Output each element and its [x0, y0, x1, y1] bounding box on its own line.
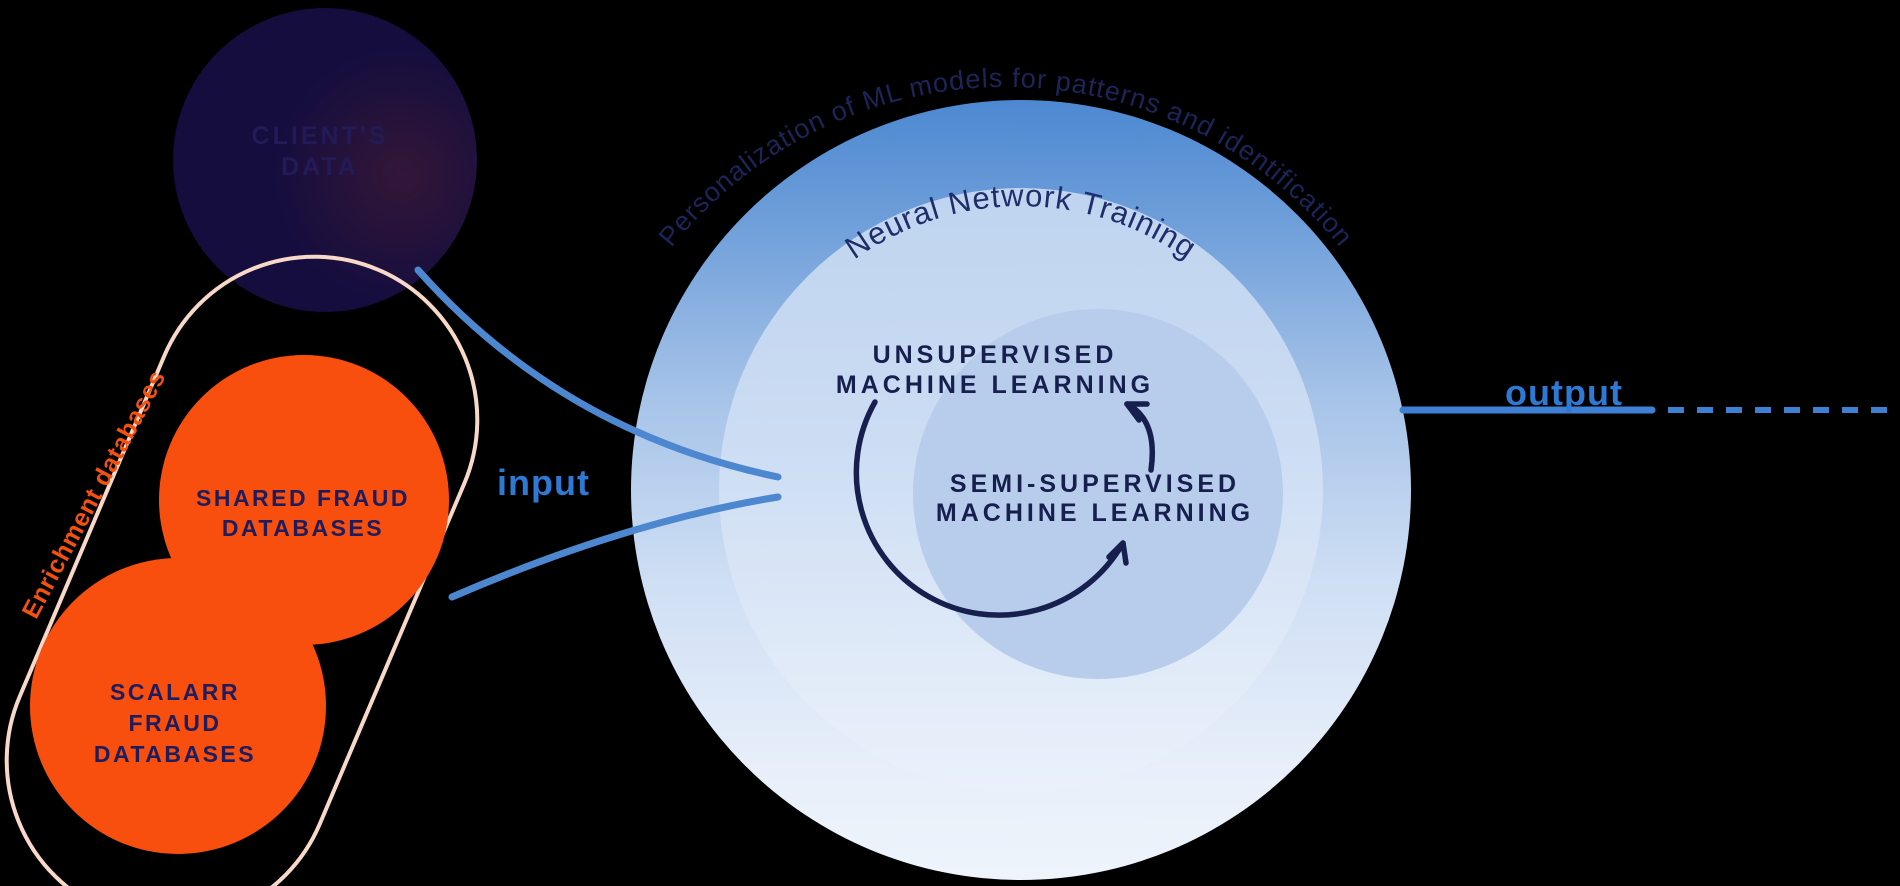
input-curve-top: [414, 266, 782, 481]
output-label: output: [1505, 372, 1623, 413]
client-data-line1: CLIENT'S: [251, 122, 389, 150]
personalization-curved-text-content: Personalization of ML models for pattern…: [653, 63, 1358, 252]
unsupervised-ml-line2: MACHINE LEARNING: [835, 371, 1155, 399]
shared-fraud-line1: SHARED FRAUD: [196, 485, 410, 511]
training-cycle-arrowhead: [1106, 540, 1129, 566]
neural-network-training-curved-text: Neural Network Training: [839, 178, 1204, 266]
scalarr-fraud-line2: FRAUD: [128, 710, 222, 736]
client-data-label: CLIENT'S DATA: [190, 121, 450, 183]
ml-core-circle: [913, 309, 1283, 679]
semi-to-unsupervised-arrowhead: [1124, 401, 1150, 423]
unsupervised-ml-line1: UNSUPERVISED: [872, 341, 1118, 369]
unsupervised-ml-label: UNSUPERVISED MACHINE LEARNING: [795, 340, 1195, 400]
semi-supervised-ml-line2: MACHINE LEARNING: [935, 499, 1255, 527]
training-cycle-arc: [853, 399, 1126, 618]
semi-supervised-ml-label: SEMI-SUPERVISED MACHINE LEARNING: [895, 470, 1295, 528]
scalarr-fraud-circle: [30, 558, 326, 854]
input-label: input: [497, 462, 590, 503]
shared-fraud-line2: DATABASES: [221, 515, 385, 541]
semi-supervised-ml-line1: SEMI-SUPERVISED: [949, 470, 1241, 498]
scalarr-fraud-line1: SCALARR: [110, 679, 240, 705]
scalarr-fraud-line3: DATABASES: [93, 741, 257, 767]
personalization-curved-text: Personalization of ML models for pattern…: [653, 63, 1359, 252]
shared-fraud-label: SHARED FRAUD DATABASES: [153, 483, 453, 543]
neural-network-training-text-content: Neural Network Training: [839, 178, 1203, 266]
input-curve-bottom: [448, 493, 782, 601]
semi-to-unsupervised-arrow: [1124, 401, 1155, 473]
scalarr-fraud-label: SCALARR FRAUD DATABASES: [40, 677, 310, 770]
client-data-line2: DATA: [281, 153, 359, 181]
client-data-circle: [173, 8, 477, 312]
